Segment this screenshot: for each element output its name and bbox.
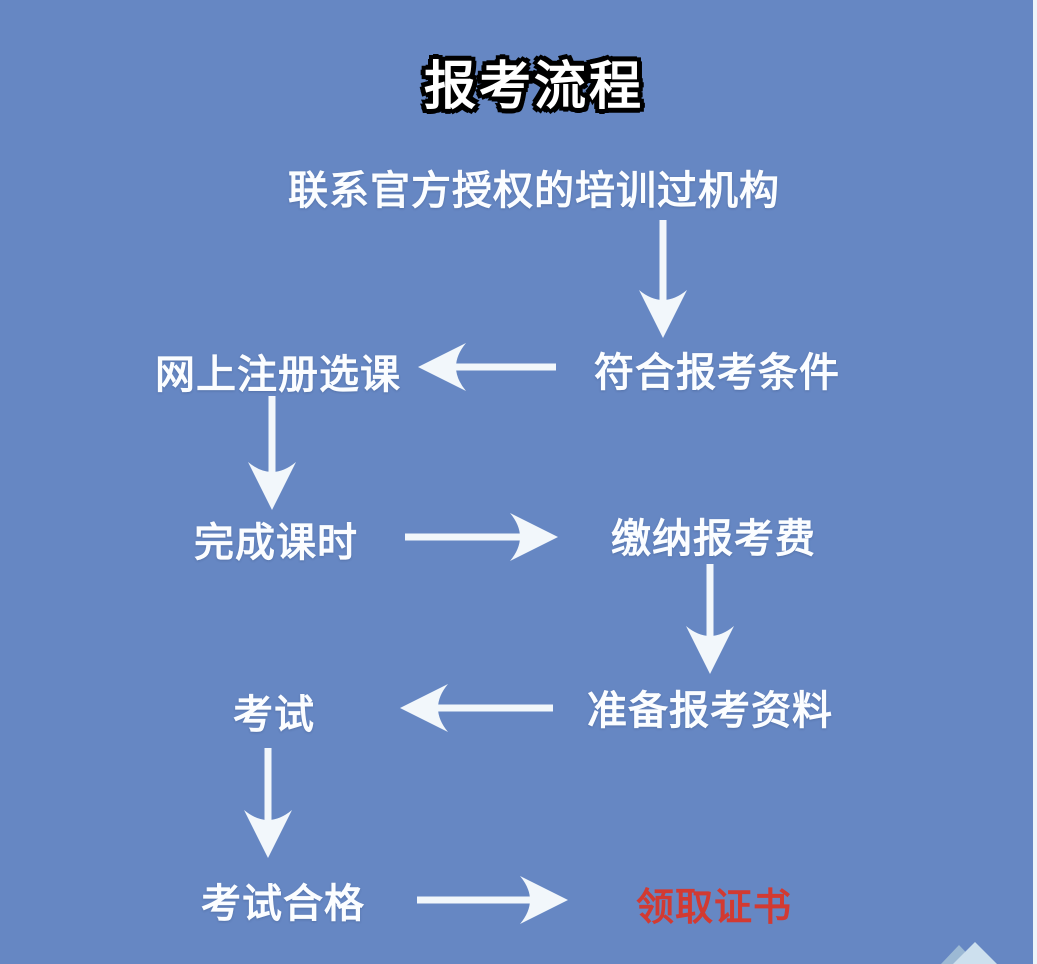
arrow-down-contact-to-qualify-icon	[639, 220, 687, 338]
arrow-right-pass-to-certificate-icon	[417, 876, 568, 924]
flow-node-complete-hours: 完成课时	[194, 521, 358, 565]
flow-node-prepare-materials: 准备报考资料	[587, 689, 833, 733]
flow-node-exam: 考试	[233, 693, 315, 737]
mountain-watermark-icon	[941, 942, 997, 964]
arrow-down-register-to-complete-icon	[248, 396, 296, 510]
arrow-left-qualify-to-register-icon	[418, 343, 556, 391]
page-title: 报考流程	[424, 58, 645, 116]
arrow-right-complete-to-pay-icon	[405, 513, 558, 561]
flow-node-meet-requirements: 符合报考条件	[594, 351, 840, 395]
flow-node-pay-fee: 缴纳报考费	[611, 517, 816, 561]
flow-node-online-registration: 网上注册选课	[155, 353, 401, 397]
flow-node-pass-exam: 考试合格	[201, 882, 365, 926]
arrow-left-prepare-to-exam-icon	[400, 684, 553, 732]
arrow-down-exam-to-pass-icon	[244, 748, 292, 858]
right-edge-border	[1033, 0, 1037, 964]
arrow-down-pay-to-prepare-icon	[686, 564, 734, 674]
flow-node-get-certificate: 领取证书	[636, 887, 793, 929]
flow-node-contact-agency: 联系官方授权的培训过机构	[288, 169, 780, 213]
